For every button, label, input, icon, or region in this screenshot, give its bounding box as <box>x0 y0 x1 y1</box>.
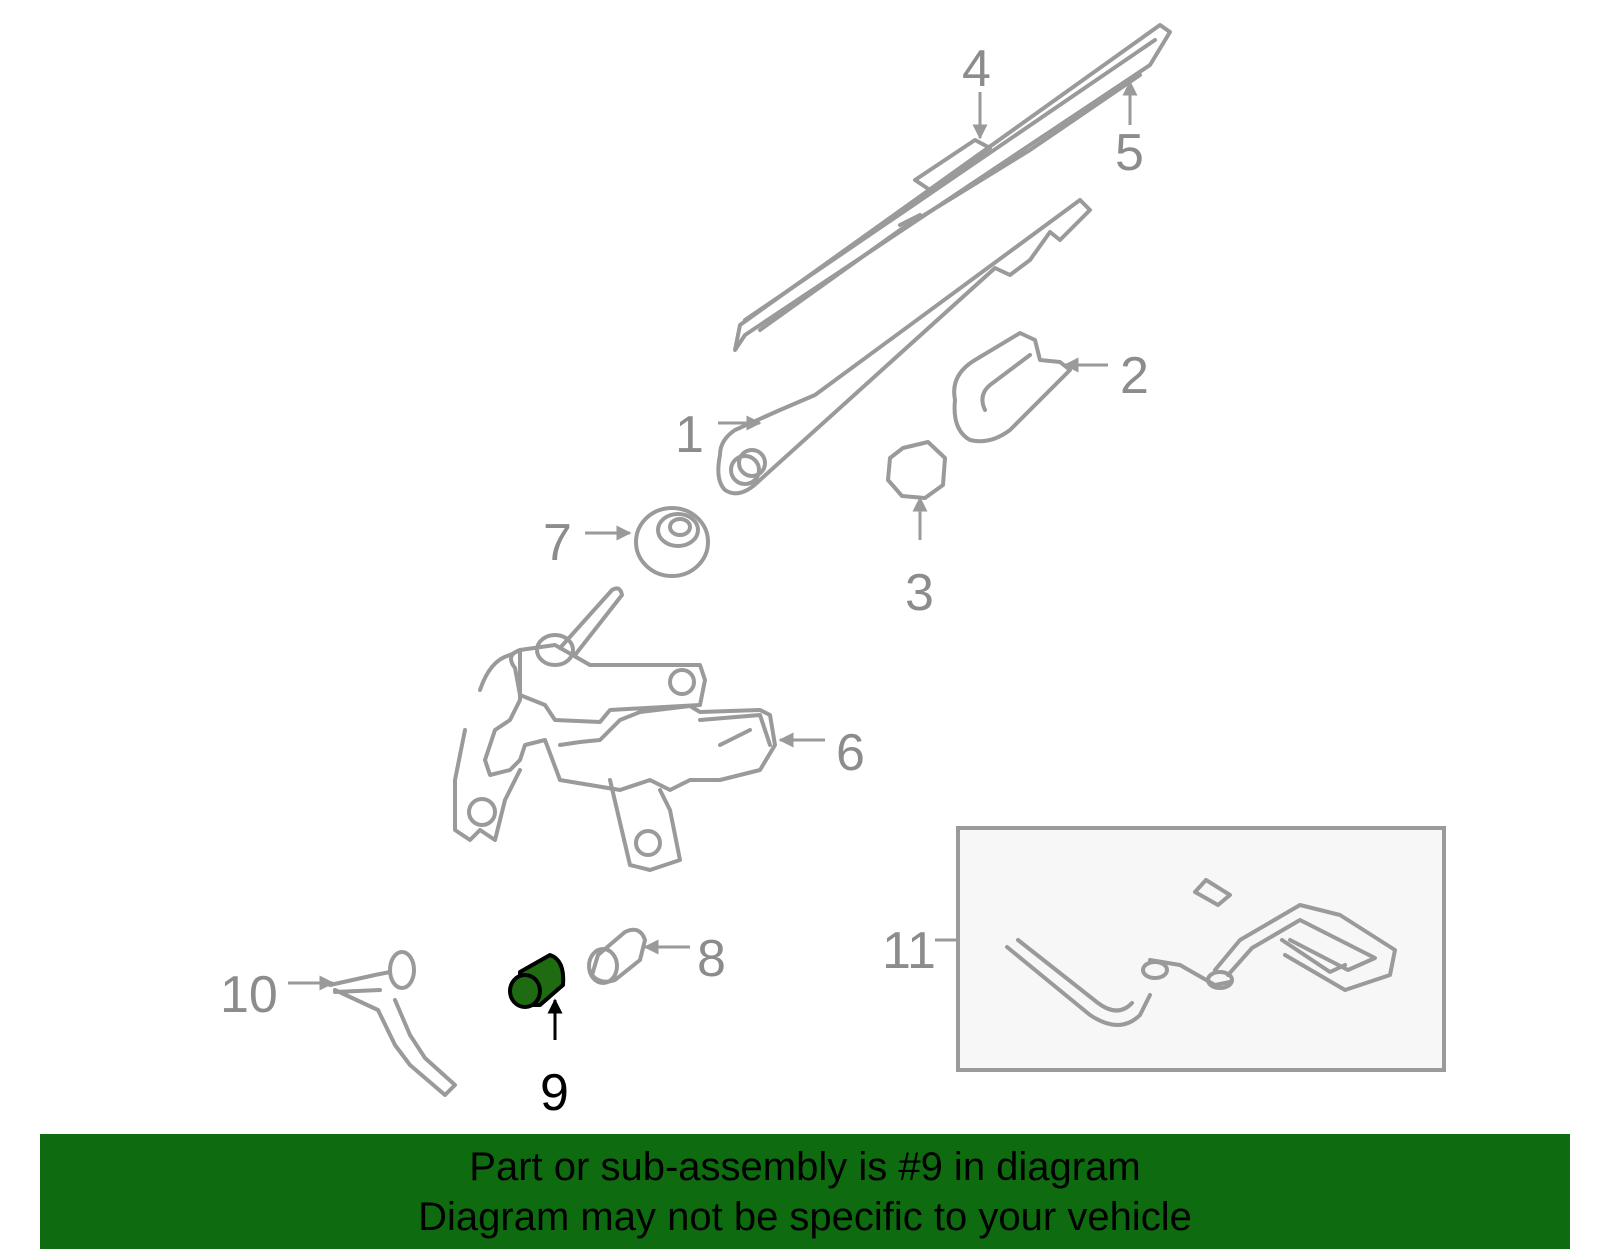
hose-part-10[interactable] <box>328 950 457 1097</box>
callout-6: 6 <box>836 724 865 782</box>
callout-8: 8 <box>697 930 726 988</box>
callout-leaders <box>288 80 1138 1040</box>
info-banner: Part or sub-assembly is #9 in diagram Di… <box>40 1134 1570 1249</box>
wiper-blade-part-5[interactable] <box>733 23 1172 352</box>
arm-cap-part-2[interactable] <box>952 331 1072 444</box>
banner-line-2: Diagram may not be specific to your vehi… <box>418 1195 1192 1239</box>
banner-line-1: Part or sub-assembly is #9 in diagram <box>469 1145 1141 1189</box>
wiper-motor-part-6[interactable] <box>453 586 777 872</box>
callout-7: 7 <box>543 514 572 572</box>
callout-3: 3 <box>905 564 934 622</box>
callout-11: 11 <box>882 922 936 980</box>
cap-part-8[interactable] <box>587 927 647 985</box>
grommet-part-7[interactable] <box>634 506 710 578</box>
callout-4: 4 <box>962 40 991 98</box>
callout-2: 2 <box>1120 347 1149 405</box>
nut-part-3[interactable] <box>886 440 947 500</box>
inset-box-part-11[interactable] <box>956 826 1446 1072</box>
callout-numbers: 1 2 3 4 5 6 7 8 9 10 11 <box>220 40 1149 1122</box>
wiper-arm-part-1[interactable] <box>716 198 1092 496</box>
callout-1: 1 <box>675 406 704 464</box>
callout-5: 5 <box>1115 124 1144 182</box>
cap-part-9-highlighted[interactable] <box>508 953 566 1009</box>
callout-9: 9 <box>540 1064 569 1122</box>
callout-10: 10 <box>220 966 278 1024</box>
blade-insert-part-4[interactable] <box>913 138 992 192</box>
